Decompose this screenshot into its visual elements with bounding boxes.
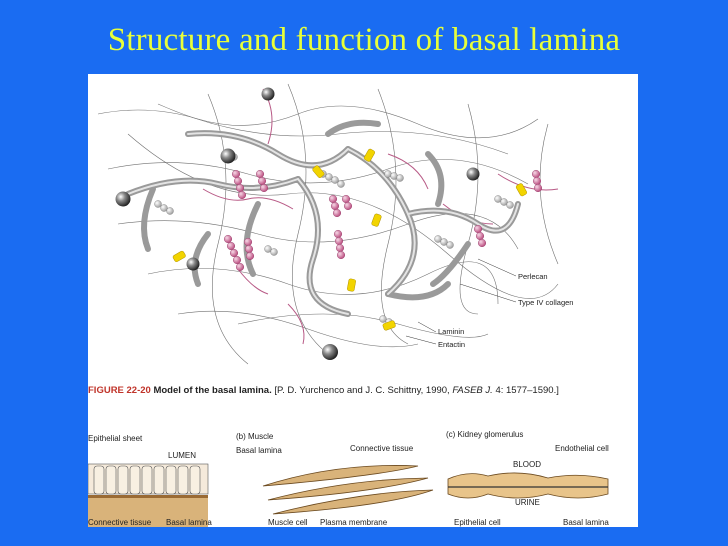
panel-c-blood: BLOOD <box>513 460 542 469</box>
globular-domains <box>115 87 480 360</box>
panel-a-epithelium <box>88 463 209 527</box>
panel-b-muscle <box>262 465 434 515</box>
textbook-figure: Perlecan Type IV collagen Laminin Entact… <box>88 74 638 527</box>
panel-a-basal: Basal lamina <box>166 518 212 527</box>
caption-citation-prefix: [P. D. Yurchenco and J. C. Schittny, 199… <box>274 385 450 396</box>
basal-lamina-model-diagram <box>88 83 609 527</box>
panel-c-title: (c) Kidney glomerulus <box>446 430 524 439</box>
panel-b-muscle-cell: Muscle cell <box>268 518 308 527</box>
type-iv-collagen <box>125 119 521 317</box>
panel-a-lumen: LUMEN <box>168 451 197 460</box>
caption-figure-number: FIGURE 22-20 <box>88 385 151 396</box>
caption-journal: FASEB J. <box>452 385 493 396</box>
panel-c-basal: Basal lamina <box>563 518 609 527</box>
type-iv-collagen-highlight <box>127 132 519 315</box>
caption-title: Model of the basal lamina. <box>153 385 272 396</box>
perlecan-beads <box>223 169 543 271</box>
panel-a-connective: Connective tissue <box>88 518 152 527</box>
panel-c-glomerulus <box>447 472 609 499</box>
beaded-chains <box>154 150 514 326</box>
panel-b-basal: Basal lamina <box>236 446 282 455</box>
label-perlecan: Perlecan <box>518 272 548 281</box>
figure-caption: FIGURE 22-20 Model of the basal lamina. … <box>88 385 559 396</box>
panel-b-title: (b) Muscle <box>236 432 274 441</box>
panel-c-endothelial: Endothelial cell <box>555 444 609 453</box>
caption-citation-suffix: 4: 1577–1590.] <box>495 385 559 396</box>
label-entactin: Entactin <box>438 340 466 349</box>
panel-b-plasma: Plasma membrane <box>320 518 388 527</box>
slide-title: Structure and function of basal lamina <box>107 22 621 58</box>
panel-a-title: Epithelial sheet <box>88 434 143 443</box>
laminin-markers <box>172 148 527 331</box>
panel-c-urine: URINE <box>515 498 540 507</box>
label-leader-lines <box>405 258 517 345</box>
panel-c-epithelial: Epithelial cell <box>454 518 501 527</box>
label-laminin: Laminin <box>438 327 465 336</box>
label-type-iv-collagen: Type IV collagen <box>518 298 574 307</box>
panel-b-connective: Connective tissue <box>350 444 414 453</box>
